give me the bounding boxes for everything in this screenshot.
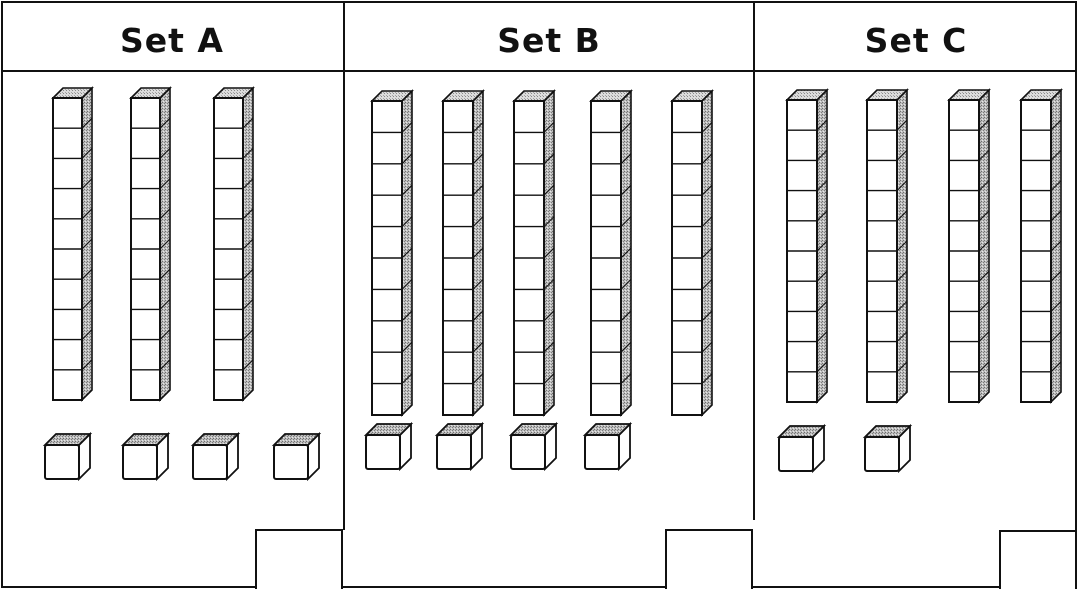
set-b-unit-cube-2 [437,424,482,469]
set-b-ten-rod-3 [514,91,554,415]
set-b-ten-rod-1 [372,91,412,415]
answer-box-b[interactable] [666,530,752,589]
set-a-unit-cube-2 [123,434,168,479]
set-a-unit-cube-3 [193,434,238,479]
set-b-unit-cube-1 [366,424,411,469]
set-b-ten-rod-4 [591,91,631,415]
set-c-title: Set C [754,16,1078,66]
set-a-unit-cube-1 [45,434,90,479]
set-a-unit-cube-4 [274,434,319,479]
set-b-unit-cube-4 [585,424,630,469]
set-c-ten-rod-2 [867,90,907,402]
set-a-title: Set A [0,16,344,66]
set-c-ten-rod-1 [787,90,827,402]
set-a-ten-rod-3 [214,88,253,400]
set-a-ten-rod-2 [131,88,170,400]
set-c-ten-rod-3 [949,90,989,402]
set-b-ten-rod-5 [672,91,712,415]
answer-box-a[interactable] [256,530,342,589]
set-b-ten-rod-2 [443,91,483,415]
set-c-ten-rod-4 [1021,90,1061,402]
set-a-ten-rod-1 [53,88,92,400]
set-c-unit-cube-1 [779,426,824,471]
set-b-unit-cube-3 [511,424,556,469]
answer-box-c[interactable] [1000,531,1076,589]
blocks-layer [45,88,1061,479]
set-c-unit-cube-2 [865,426,910,471]
set-b-title: Set B [344,16,754,66]
